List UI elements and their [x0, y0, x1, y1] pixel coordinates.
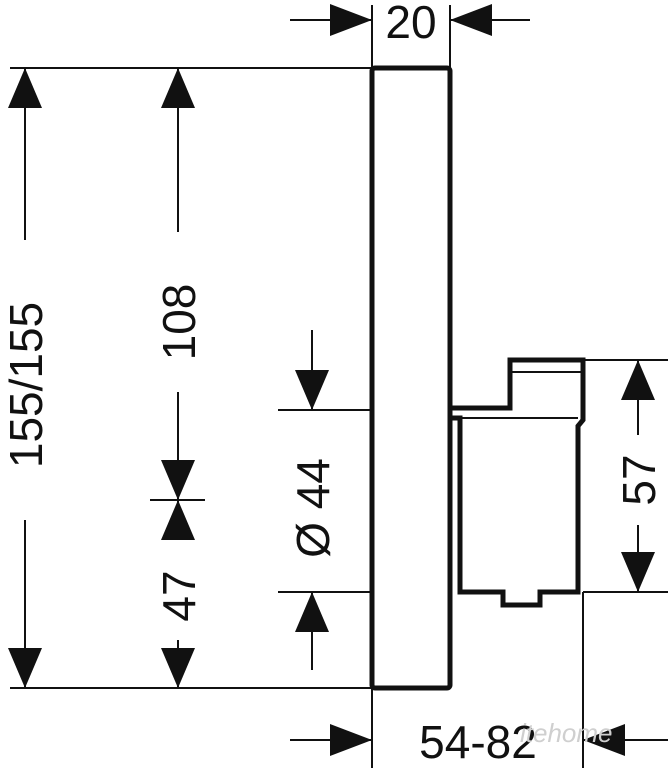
cover-plate: [369, 65, 453, 691]
watermark-text: itehome: [520, 718, 613, 748]
dim-height-total: 155/155: [0, 68, 52, 688]
dim-diameter-label: Ø 44: [287, 458, 339, 558]
valve-body: [450, 357, 586, 608]
dim-depth-body: 57: [613, 360, 665, 592]
dim-height-upper: 108: [153, 68, 205, 500]
dim-depth-body-label: 57: [613, 454, 665, 505]
dim-diameter: Ø 44: [287, 330, 339, 670]
dim-depth-range: 54-82: [290, 716, 668, 768]
dim-width-top-label: 20: [385, 0, 436, 48]
extension-lines: [10, 5, 668, 768]
dim-height-lower: 47: [153, 500, 205, 688]
dim-width-top: 20: [290, 0, 530, 48]
dim-height-upper-label: 108: [153, 284, 205, 361]
dim-height-lower-label: 47: [153, 570, 205, 621]
dim-depth-range-label: 54-82: [419, 716, 537, 768]
dim-height-total-label: 155/155: [0, 302, 52, 468]
